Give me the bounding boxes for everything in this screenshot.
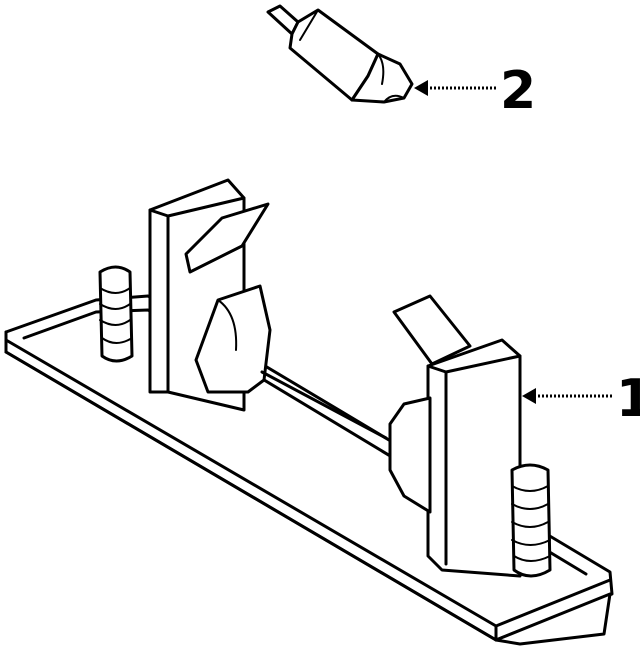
callout-2: 2 xyxy=(414,61,536,121)
callout-1: 1 xyxy=(522,369,640,429)
callout-label-1: 1 xyxy=(616,369,640,429)
callout-label-2: 2 xyxy=(500,61,536,121)
bulb-part xyxy=(266,4,414,104)
lamp-housing-part xyxy=(4,178,614,646)
